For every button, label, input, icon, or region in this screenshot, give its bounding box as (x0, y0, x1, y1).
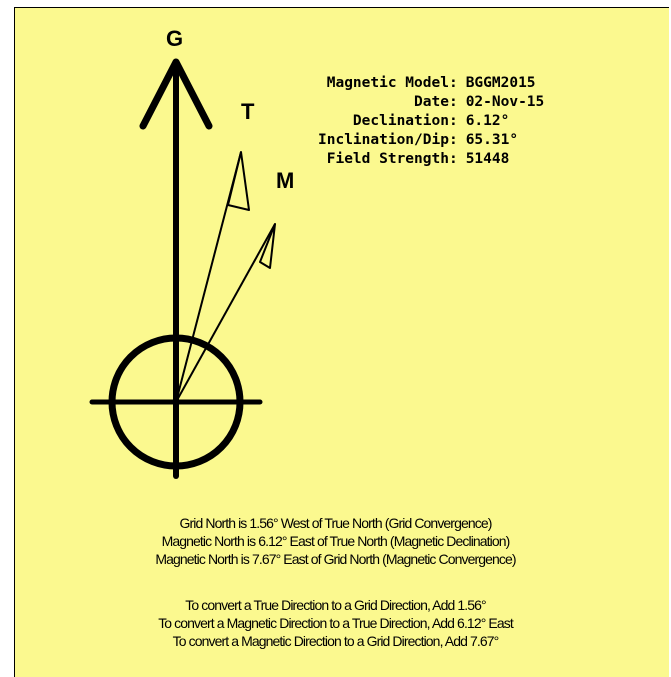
grid-north-arrowhead (139, 58, 213, 130)
info-key-field-strength: Field Strength: (326, 151, 458, 167)
note-grid-north: Grid North is 1.56° West of True North (… (179, 515, 493, 531)
true-north-arrow (175, 151, 250, 403)
conversion-notes: To convert a True Direction to a Grid Di… (0, 596, 671, 650)
magnetic-north-arrow (175, 223, 276, 403)
true-north-label: T (241, 99, 255, 124)
info-value-field-strength: 51448 (465, 151, 510, 167)
info-value-model: BGGM2015 (465, 75, 536, 91)
north-relations-notes: Grid North is 1.56° West of True North (… (0, 514, 671, 568)
info-key-declination: Declination: (352, 113, 458, 129)
note-convert-true-grid: To convert a True Direction to a Grid Di… (185, 597, 486, 613)
crosshair-circle (108, 334, 244, 470)
magnetic-north-label: M (276, 168, 295, 193)
info-value-date: 02-Nov-15 (465, 94, 545, 110)
note-magnetic-grid: Magnetic North is 7.67° East of Grid Nor… (155, 551, 516, 567)
magnetic-info-block: Magnetic Model: BGGM2015 Date: 02-Nov-15… (318, 74, 544, 169)
info-value-declination: 6.12° (465, 113, 510, 129)
note-convert-magnetic-grid: To convert a Magnetic Direction to a Gri… (172, 633, 500, 649)
note-convert-magnetic-true: To convert a Magnetic Direction to a Tru… (158, 615, 514, 631)
info-key-date: Date: (414, 94, 458, 110)
info-value-inclination: 65.31° (465, 132, 519, 148)
info-key-inclination: Inclination/Dip: (318, 132, 458, 148)
grid-north-label: G (166, 26, 184, 51)
note-magnetic-true: Magnetic North is 6.12° East of True Nor… (161, 533, 511, 549)
info-key-model: Magnetic Model: (326, 75, 458, 91)
diagram-panel (14, 7, 669, 677)
